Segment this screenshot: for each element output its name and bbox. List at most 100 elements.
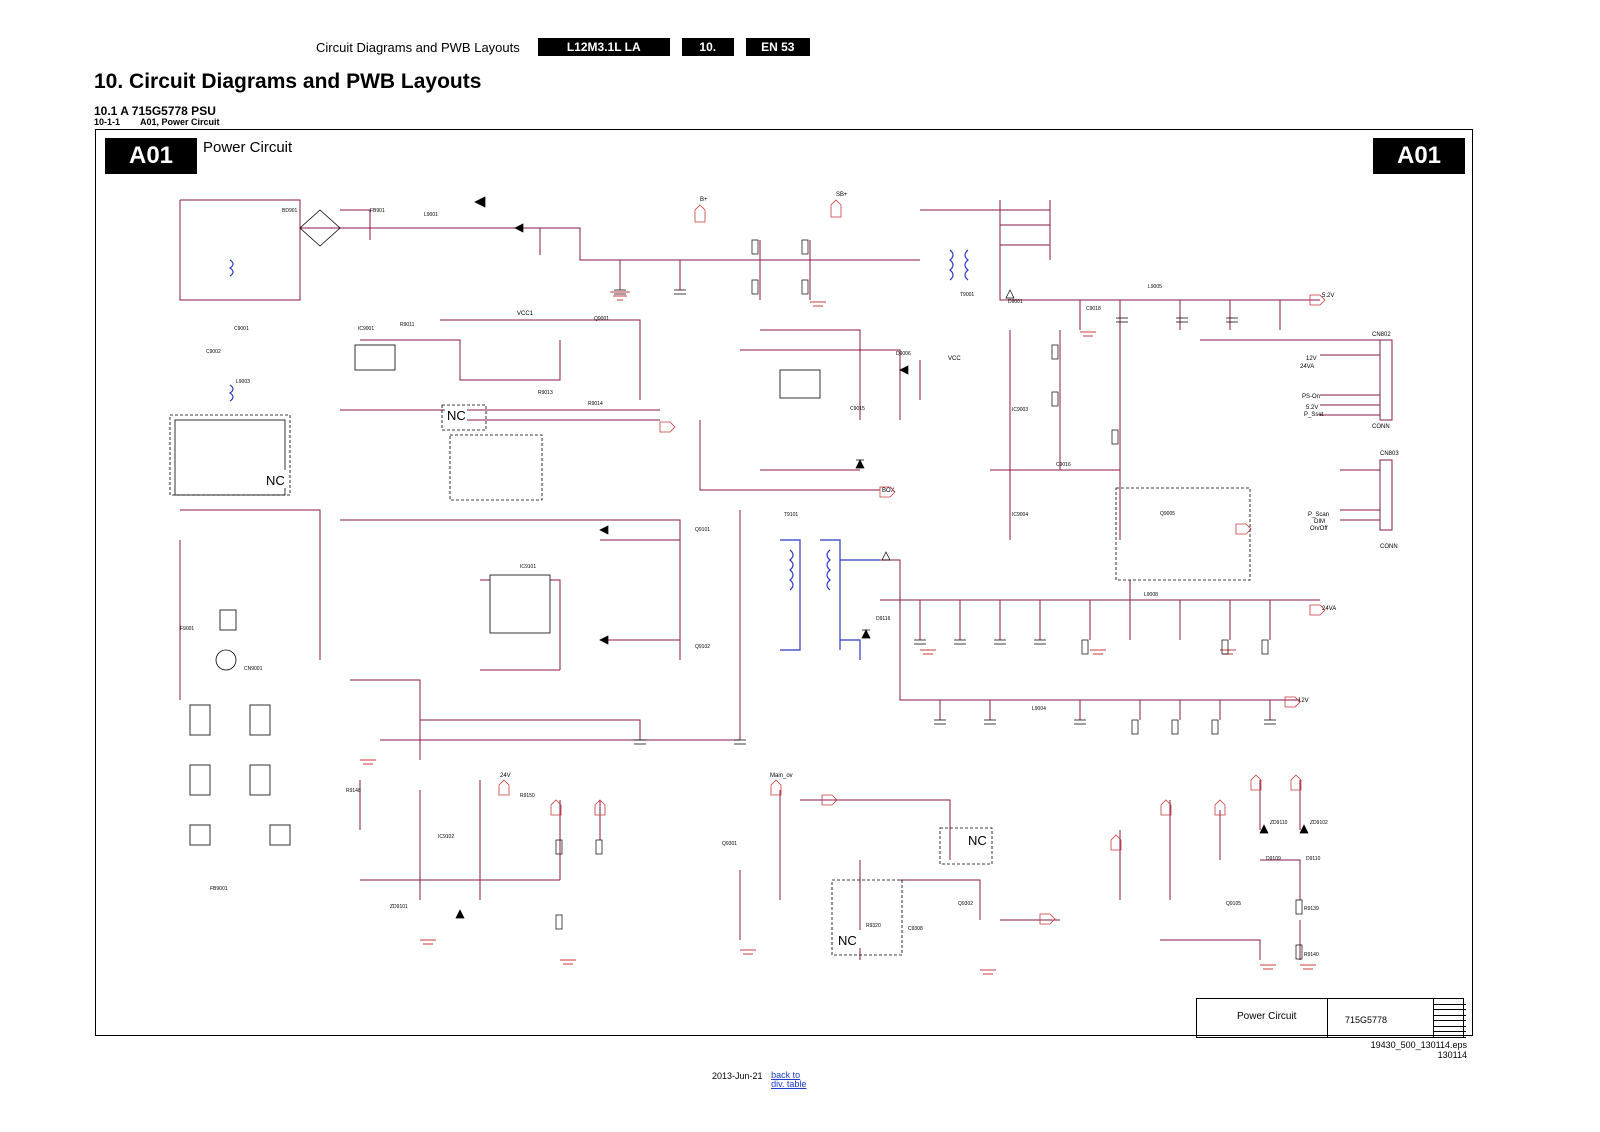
nc-label: NC <box>447 408 466 423</box>
connector-label: CN803 <box>1380 451 1399 457</box>
rail-label: VCC1 <box>517 311 534 317</box>
component-label: Q9302 <box>958 901 973 907</box>
component-label: D9001 <box>1008 299 1023 305</box>
component-label: L9004 <box>1032 706 1046 712</box>
signal-label: DIM <box>1314 519 1325 525</box>
nc-label-bg <box>264 407 990 948</box>
component-label: C9018 <box>1086 306 1101 312</box>
component-label: R9013 <box>538 390 553 396</box>
component-label: D9006 <box>896 351 911 357</box>
component-label: R9148 <box>346 788 361 794</box>
rail-label: VCC <box>948 356 961 362</box>
component-label: C9308 <box>908 926 923 932</box>
rail-label: 5.2V <box>1322 293 1334 299</box>
nc-label: NC <box>968 833 987 848</box>
component-label: Q9301 <box>722 841 737 847</box>
component-label: BD901 <box>282 208 298 214</box>
component-label: C9002 <box>206 349 221 355</box>
component-label: R9320 <box>866 923 881 929</box>
transformer-windings <box>228 249 969 660</box>
schematic-frame <box>95 129 1473 1036</box>
board-tag-right: A01 <box>1373 138 1465 174</box>
component-label: FB9001 <box>210 886 228 892</box>
component-label: C9015 <box>850 406 865 412</box>
rail-label: B+ <box>700 197 708 203</box>
title-block-grid <box>1433 999 1466 1038</box>
connector-labels: CN802 CONN CN803 CONN PS-On 5.2V P_Sset … <box>1300 332 1399 550</box>
component-label: ZD9110 <box>1270 820 1288 826</box>
header-model-badge: L12M3.1L LA <box>537 38 670 56</box>
component-label: L9005 <box>1148 284 1162 290</box>
footer-date: 2013-Jun-21 <box>712 1071 763 1081</box>
arrow-tags <box>498 199 1326 925</box>
component-label: IC9004 <box>1012 512 1028 518</box>
component-label: R9140 <box>1304 952 1319 958</box>
rail-label: 24VA <box>1322 606 1336 612</box>
component-label: Q9001 <box>594 316 609 322</box>
circuit-title: Power Circuit <box>203 139 293 156</box>
component-label: R9014 <box>588 401 603 407</box>
signal-label: P_Sset <box>1304 412 1324 418</box>
header-section: Circuit Diagrams and PWB Layouts <box>316 39 520 55</box>
file-code: 130114 <box>1437 1050 1467 1060</box>
connector-label: CONN <box>1372 424 1390 430</box>
component-label: T9001 <box>960 292 974 298</box>
component-label: ZD9102 <box>1310 820 1328 826</box>
nc-label: NC <box>266 473 285 488</box>
component-label: D9116 <box>876 616 891 622</box>
component-label: ZD9101 <box>390 904 408 910</box>
rail-label: BOX <box>882 488 895 494</box>
rail-label: 12V <box>1298 698 1309 704</box>
component-label: L9008 <box>1144 592 1158 598</box>
component-label: IC9101 <box>520 564 536 570</box>
connector-label: CONN <box>1380 544 1398 550</box>
component-label: IC9102 <box>438 834 454 840</box>
title-block-name: Power Circuit <box>1237 1011 1297 1022</box>
file-name: 19430_500_130114.eps <box>1370 1040 1467 1050</box>
component-label: CN9001 <box>244 666 263 672</box>
wires <box>179 199 1393 960</box>
rail-labels: 5.2V 24VA 12V Main_ov SB+ B+ VCC1 24V BO… <box>500 192 1336 779</box>
ground-symbols <box>360 291 1316 975</box>
component-label: Q9105 <box>1226 901 1241 907</box>
component-label: IC9001 <box>358 326 374 332</box>
header-page-badge: EN 53 <box>745 38 810 56</box>
component-label: FB901 <box>370 208 385 214</box>
component-label: R9011 <box>400 322 415 328</box>
component-label: R9150 <box>520 793 535 799</box>
rail-label: SB+ <box>836 192 848 198</box>
file-reference: 19430_500_130114.eps 130114 <box>1371 1040 1467 1060</box>
board-tag-left: A01 <box>105 138 197 174</box>
nc-boxes <box>169 404 1251 956</box>
title-block: Power Circuit 715G5778 <box>1196 998 1466 1038</box>
component-label: R9139 <box>1304 906 1319 912</box>
signal-label: P_Scan <box>1308 512 1329 518</box>
back-link-line1: back to <box>771 1070 801 1080</box>
title-block-part: 715G5778 <box>1345 1015 1388 1025</box>
connector-label: CN802 <box>1372 332 1391 338</box>
signal-label: On/Off <box>1310 526 1328 532</box>
component-label: IC9003 <box>1012 407 1028 413</box>
rail-label: Main_ov <box>770 773 793 779</box>
component-label: Q9102 <box>695 644 710 650</box>
component-label: F9001 <box>180 626 194 632</box>
component-labels: BD901 FB901 L9001 C9001 C9002 F9001 FB90… <box>180 208 1328 958</box>
section-subtitle: 10.1 A 715G5778 PSU <box>94 104 216 118</box>
signal-label: 24VA <box>1300 364 1314 370</box>
nc-label: NC <box>838 933 857 948</box>
rail-label: 24V <box>500 773 511 779</box>
component-label: L9001 <box>424 212 438 218</box>
component-label: Q9005 <box>1160 511 1175 517</box>
signal-label: 12V <box>1306 356 1317 362</box>
component-label: Q9101 <box>695 527 710 533</box>
title-block-divider <box>1327 999 1328 1037</box>
page-header: Circuit Diagrams and PWB Layouts L12M3.1… <box>316 38 810 56</box>
header-chapter-badge: 10. <box>681 38 734 56</box>
component-label: D9109 <box>1266 856 1281 862</box>
component-label: L9003 <box>236 379 250 385</box>
back-link-line2: div. table <box>771 1079 807 1089</box>
